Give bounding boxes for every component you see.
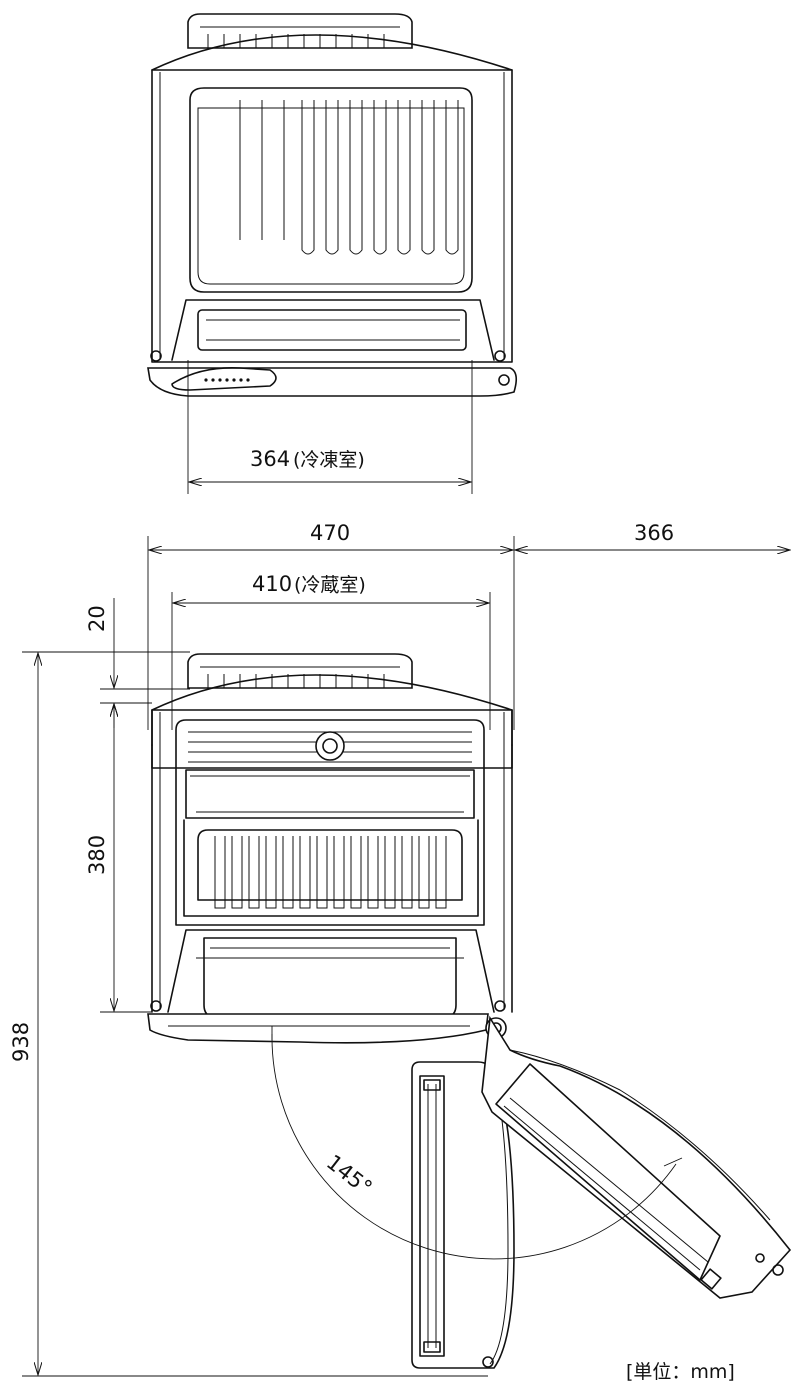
- dim-total-width: [147, 536, 515, 730]
- fridge-depth-value: 380: [85, 835, 109, 875]
- fridge-top-view: [147, 653, 513, 1044]
- total-width-value: 470: [310, 521, 350, 545]
- fridge-width-label: (冷蔵室): [294, 574, 366, 596]
- dim-fridge-width: [171, 592, 491, 730]
- unit-note: [単位：mm]: [626, 1361, 735, 1382]
- dim-total-depth: [22, 653, 488, 1377]
- freezer-width-label: (冷凍室): [293, 449, 365, 471]
- freezer-top-view: [147, 13, 518, 397]
- freezer-width-value: 364: [250, 447, 290, 471]
- top-gap-value: 20: [85, 605, 109, 632]
- door-clearance-value: 366: [634, 521, 674, 545]
- door-angle-value: 145°: [322, 1150, 377, 1200]
- total-depth-value: 938: [9, 1022, 33, 1062]
- dim-fridge-depth: [100, 704, 152, 1013]
- dim-door-angle-arc: [271, 1026, 683, 1260]
- door-open-145: [481, 1015, 792, 1299]
- door-open-90: [411, 1061, 515, 1369]
- fridge-width-value: 410: [252, 572, 292, 596]
- dim-freezer-width: [187, 360, 473, 494]
